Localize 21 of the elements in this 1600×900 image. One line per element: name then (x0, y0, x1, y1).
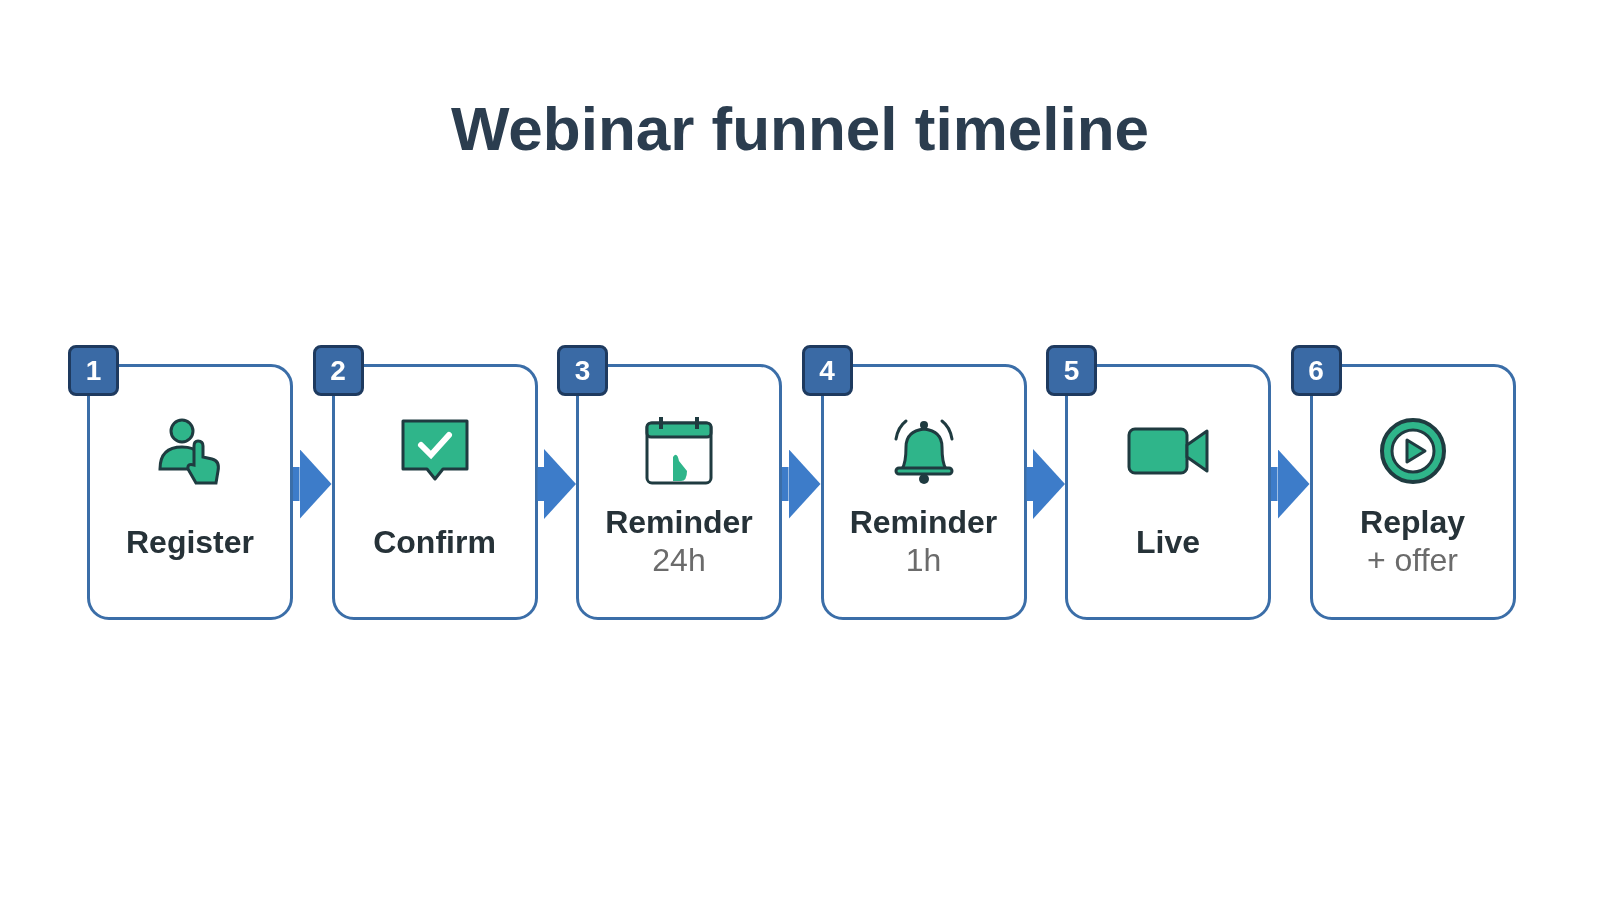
flow-arrow (1271, 449, 1310, 519)
flow-arrow (782, 449, 821, 519)
flow-arrow (1026, 449, 1065, 519)
step-number-badge: 4 (801, 345, 853, 396)
step-number-badge: 2 (312, 345, 364, 396)
step-number-badge: 6 (1290, 345, 1342, 396)
step-detail: 1h (905, 541, 942, 580)
step-label: Live (1136, 523, 1200, 562)
step-label: Reminder (605, 503, 753, 542)
step-label: Register (125, 523, 254, 562)
flow-arrow (293, 449, 332, 519)
title: Webinar funnel timeline (450, 93, 1150, 165)
step-label: Replay (1360, 503, 1465, 542)
flow-arrow (537, 449, 576, 519)
step-number-badge: 1 (68, 345, 119, 396)
step-detail: + offer (1367, 541, 1458, 580)
step-number-badge: 3 (557, 345, 608, 396)
step-detail: 24h (652, 541, 706, 580)
step-label: Reminder (849, 503, 998, 542)
step-label: Confirm (373, 523, 496, 562)
step-number-badge: 5 (1046, 345, 1097, 396)
